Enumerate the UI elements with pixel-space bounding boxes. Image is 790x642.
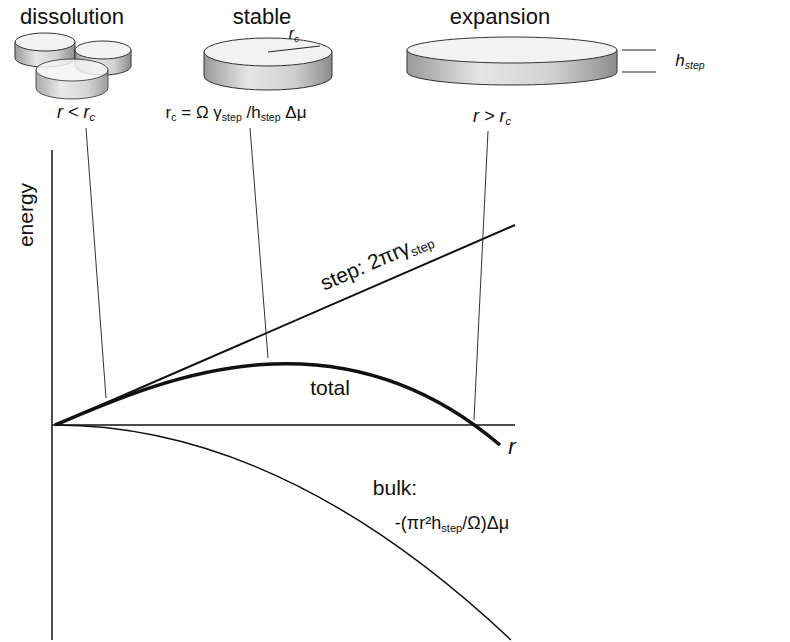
- critical-radius-formula: rc = Ω γstep /hstep Δμ: [166, 103, 307, 123]
- regime-condition: r < rc: [57, 102, 95, 124]
- curve-label: step: 2πrγstep: [317, 226, 438, 299]
- regime-heading: dissolution: [20, 4, 124, 29]
- text-run: /h: [242, 103, 261, 122]
- text-run: r: [166, 103, 172, 122]
- text-run: = Ω γ: [177, 103, 222, 122]
- axes: [52, 150, 515, 640]
- axis-title: energy: [14, 183, 38, 247]
- large-disk: [407, 37, 656, 85]
- total-energy-curve: [55, 364, 500, 445]
- curve-formula: -(πr²hstep/Ω)Δμ: [395, 513, 509, 535]
- text-run: r > r: [473, 106, 506, 126]
- text-run: r: [289, 25, 294, 42]
- text-run: dissolution: [20, 4, 124, 29]
- text-run: r: [508, 434, 515, 459]
- subscript: c: [505, 115, 511, 127]
- subscript: c: [294, 33, 299, 44]
- critical-disk: [204, 38, 332, 90]
- subscript: c: [171, 111, 176, 123]
- text-run: expansion: [450, 4, 550, 29]
- text-run: step: 2πrγ: [317, 236, 413, 295]
- curve-label: total: [310, 376, 350, 400]
- text-run: -(πr²h: [395, 513, 441, 533]
- text-run: stable: [233, 4, 292, 29]
- leader-lines: [86, 128, 488, 420]
- subscript: step: [685, 59, 705, 71]
- regime-heading: expansion: [450, 4, 550, 29]
- axis-title: r: [508, 434, 515, 459]
- subscript: step: [408, 236, 437, 260]
- regime-heading: stable: [233, 4, 292, 29]
- subscript: step: [441, 522, 462, 534]
- height-label: hstep: [675, 51, 704, 71]
- subscript: c: [89, 111, 95, 123]
- small-disks: [15, 33, 131, 99]
- bulk-energy-curve: [55, 425, 511, 640]
- text-run: Δμ: [281, 103, 307, 122]
- curve-label: bulk:: [373, 476, 417, 500]
- regime-condition: r > rc: [473, 106, 511, 128]
- text-run: energy: [14, 183, 37, 247]
- text-run: bulk:: [373, 476, 417, 499]
- subscript: step: [261, 111, 281, 123]
- text-run: total: [310, 376, 350, 399]
- step-energy-line: [55, 225, 515, 425]
- text-run: h: [675, 51, 684, 70]
- text-run: /Ω)Δμ: [462, 513, 509, 533]
- radius-label: rc: [289, 25, 299, 45]
- subscript: step: [222, 111, 242, 123]
- text-run: r < r: [57, 102, 90, 122]
